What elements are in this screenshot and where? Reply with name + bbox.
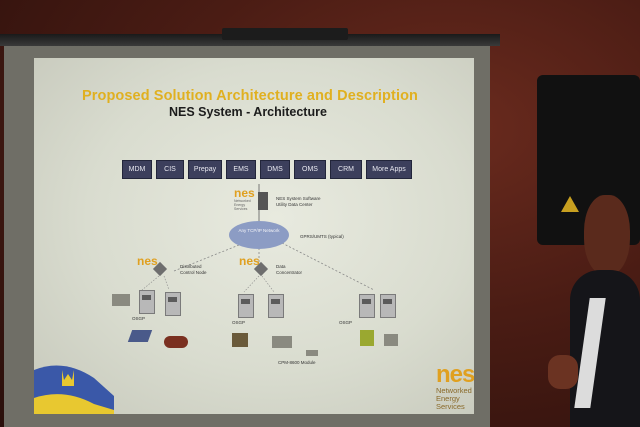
meter-icon [268, 294, 284, 318]
app-box-oms: OMS [294, 160, 326, 179]
app-box-prepay: Prepay [188, 160, 222, 179]
nes-logo-text: Networked Energy Services [436, 387, 472, 411]
cpm-module-label: CPM-8600 Module [278, 360, 316, 365]
meter-icon [165, 292, 181, 316]
application-row: MDM CIS Prepay EMS DMS OMS CRM More Apps [122, 160, 412, 182]
nes-logo-line: Networked [436, 386, 472, 395]
slide-title: Proposed Solution Architecture and Descr… [82, 88, 418, 104]
osgp-label-center: OSGP [232, 320, 246, 325]
car-icon [164, 336, 188, 348]
module-icon [306, 350, 318, 356]
server-label: NES System Software Utility Data Center [276, 196, 321, 207]
gprs-label: GPRS/UMTS (typical) [300, 234, 344, 239]
meter-icon [139, 290, 155, 314]
left-node-label: Distributed Control Node [180, 264, 207, 275]
device-icon [384, 334, 398, 346]
smart-device-icon [360, 330, 374, 346]
center-node-nes-logo: nes [239, 254, 260, 268]
ukraine-flag-swoosh [34, 365, 114, 414]
osgp-label-left: OSGP [132, 316, 146, 321]
app-box-crm: CRM [330, 160, 362, 179]
osgp-label-right: OSGP [339, 320, 353, 325]
device-icon [272, 336, 292, 348]
server-nes-logo-sub: Networked Energy Services [234, 199, 251, 211]
app-box-cis: CIS [156, 160, 184, 179]
app-box-dms: DMS [260, 160, 290, 179]
app-box-more-apps: More Apps [366, 160, 412, 179]
server-nes-logo: nes [234, 186, 255, 200]
server-icon [258, 192, 268, 210]
appliance-icon [232, 333, 248, 347]
presenter-head [584, 195, 630, 275]
projected-slide: Proposed Solution Architecture and Descr… [34, 58, 474, 414]
center-node-label: Data Concentrator [276, 264, 303, 275]
meter-icon [359, 294, 375, 318]
slide-subtitle: NES System - Architecture [169, 105, 327, 119]
nes-logo-line: Energy [436, 394, 460, 403]
network-label: Any TCP/IP Network [238, 228, 280, 233]
meter-icon [238, 294, 254, 318]
app-box-mdm: MDM [122, 160, 152, 179]
nes-logo-line: Services [436, 402, 465, 411]
projector-screen-housing [0, 34, 500, 46]
screen-mount [222, 28, 348, 40]
presenter-hand [548, 355, 578, 389]
left-node-nes-logo: nes [137, 254, 158, 268]
nes-logo: nes [436, 361, 474, 388]
network-cloud-icon [229, 221, 289, 249]
warning-icon [561, 196, 579, 212]
device-icon [112, 294, 130, 306]
meter-icon [380, 294, 396, 318]
app-box-ems: EMS [226, 160, 256, 179]
